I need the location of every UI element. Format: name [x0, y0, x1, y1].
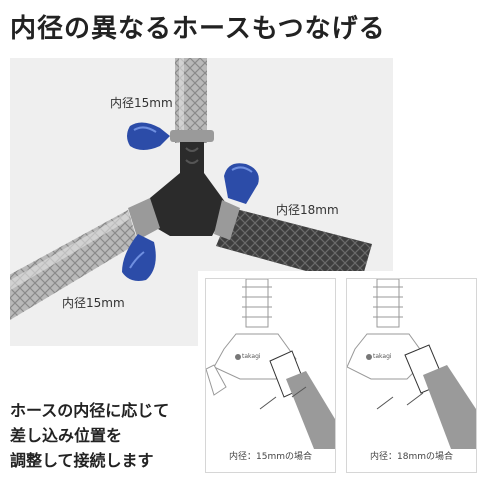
brand-mark-icon — [235, 354, 241, 360]
wing-nut-right — [224, 163, 259, 204]
headline: 内径の異なるホースもつなげる — [10, 14, 386, 44]
hose-connector-illustration — [10, 58, 372, 320]
label-inner-diameter-bottom: 内径15mm — [62, 296, 125, 310]
diagram-card-15mm: takagi 内径：15mmの場合 — [205, 278, 336, 473]
caption-line-1: ホースの内径に応じて — [10, 401, 170, 420]
right-hose — [216, 208, 372, 286]
caption-line-3: 調整して接続します — [10, 451, 154, 470]
wing-nut-top — [127, 122, 170, 150]
product-photo: 内径15mm 内径18mm 内径15mm — [10, 58, 393, 346]
connector-diagram-18mm — [347, 279, 476, 449]
y-connector — [128, 130, 240, 240]
left-hose — [10, 210, 138, 320]
label-inner-diameter-top: 内径15mm — [110, 96, 173, 110]
brand-text: takagi — [242, 353, 261, 360]
brand-text: takagi — [373, 353, 392, 360]
top-hose — [175, 58, 207, 143]
diagram-label-15mm: 内径：15mmの場合 — [229, 452, 312, 462]
label-inner-diameter-right: 内径18mm — [276, 203, 339, 217]
description-text: ホースの内径に応じて 差し込み位置を 調整して接続します — [10, 398, 200, 473]
connector-diagram-15mm — [206, 279, 335, 449]
wing-nut-bottom — [122, 234, 156, 281]
brand-mark-icon — [366, 354, 372, 360]
diagram-label-18mm: 内径：18mmの場合 — [370, 452, 453, 462]
caption-line-2: 差し込み位置を — [10, 426, 123, 445]
diagram-card-18mm: takagi 内径：18mmの場合 — [346, 278, 477, 473]
